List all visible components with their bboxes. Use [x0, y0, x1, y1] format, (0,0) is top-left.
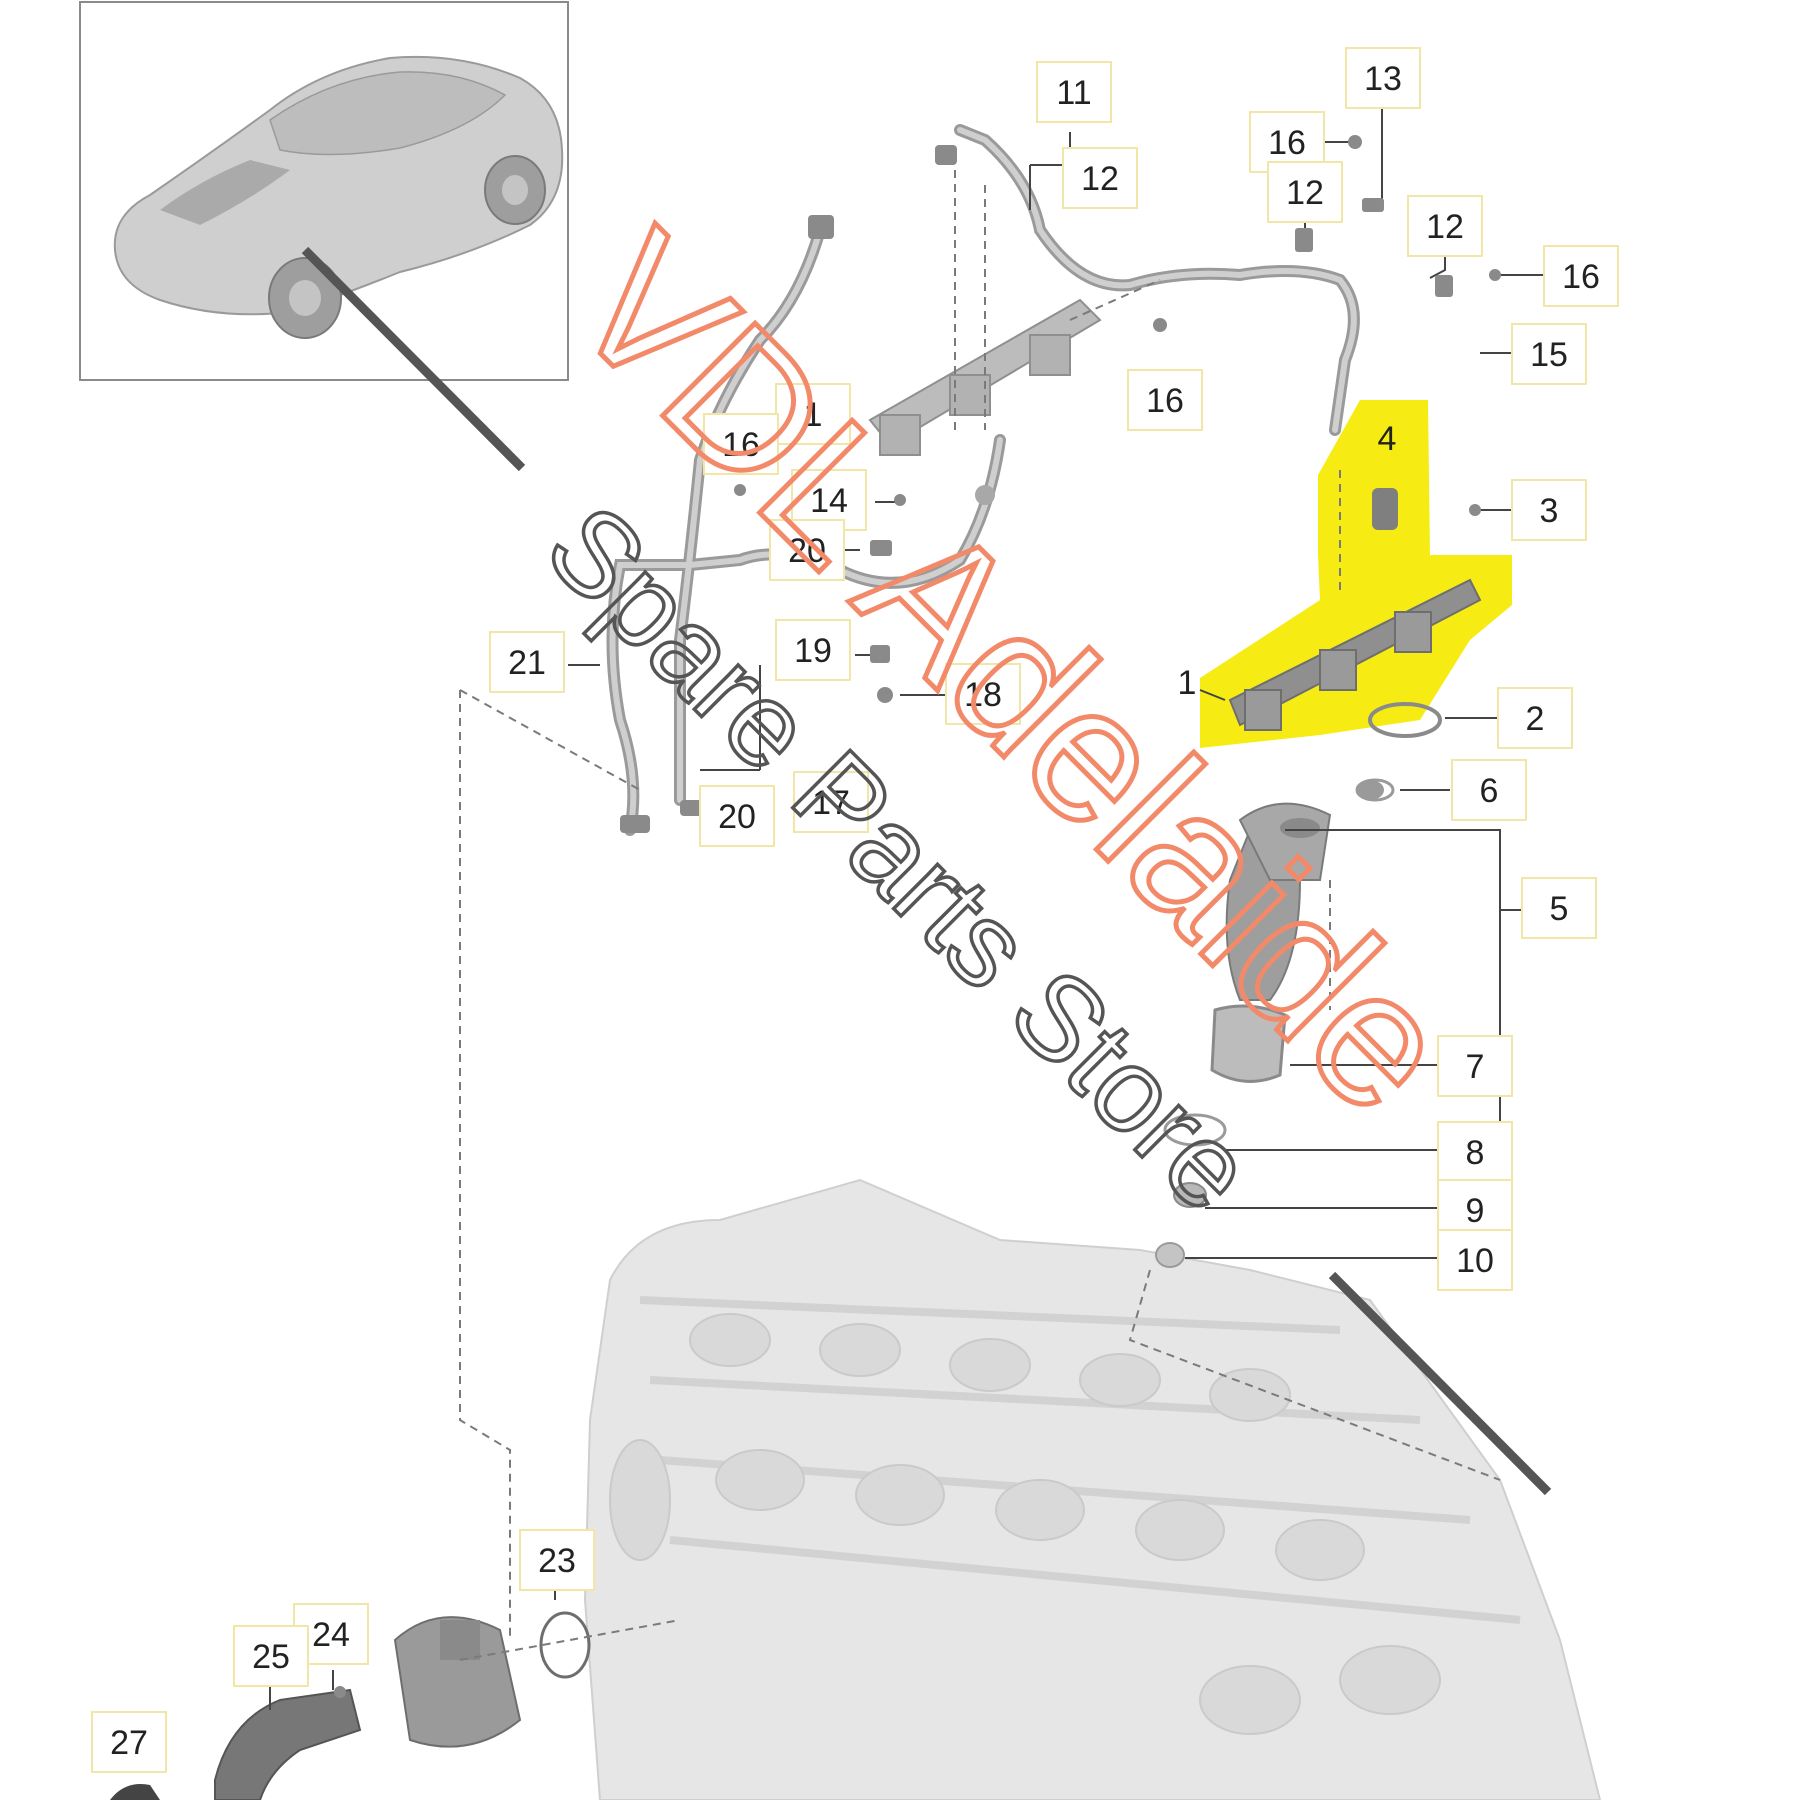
svg-text:12: 12 [1426, 208, 1464, 246]
svg-text:20: 20 [788, 532, 826, 570]
watermark-bar-left [301, 246, 526, 472]
callout-20a: 20 [769, 519, 845, 581]
callout-13: 13 [1345, 47, 1421, 109]
svg-text:5: 5 [1550, 890, 1569, 928]
o-ring-part-23 [539, 1611, 591, 1679]
callout-10: 10 [1437, 1229, 1513, 1291]
callout-12c: 12 [1407, 195, 1483, 257]
callout-19: 19 [775, 619, 851, 681]
svg-text:1: 1 [1178, 664, 1197, 702]
callout-16d: 16 [703, 413, 779, 475]
cap-part-10 [1155, 1242, 1185, 1268]
callout-4: 4 [1378, 420, 1397, 458]
callout-5: 5 [1521, 877, 1597, 939]
fasteners [334, 135, 1501, 1698]
svg-text:9: 9 [1466, 1192, 1485, 1230]
callout-27: 27 [91, 1711, 167, 1773]
callout-17: 17 [793, 771, 869, 833]
svg-text:16: 16 [722, 426, 760, 464]
callout-20b: 20 [699, 785, 775, 847]
svg-text:16: 16 [1268, 124, 1306, 162]
high-pressure-pump [393, 1616, 522, 1748]
callout-21: 21 [489, 631, 565, 693]
svg-text:13: 13 [1364, 60, 1402, 98]
fuel-rail-part-1 [1228, 488, 1482, 731]
pressure-sensor-part-4 [1372, 488, 1398, 530]
part-27-shape [110, 1784, 160, 1800]
seal-part-8 [1163, 1113, 1227, 1147]
svg-text:27: 27 [110, 1724, 148, 1762]
bracket-part-25 [214, 1688, 362, 1800]
callout-18: 18 [945, 663, 1021, 725]
callout-16b: 16 [1543, 245, 1619, 307]
svg-text:1: 1 [804, 396, 823, 434]
svg-text:12: 12 [1081, 160, 1119, 198]
callout-8: 8 [1437, 1121, 1513, 1183]
callout-3: 3 [1511, 479, 1587, 541]
svg-text:10: 10 [1456, 1242, 1494, 1280]
callout-11: 11 [1036, 61, 1112, 123]
svg-text:25: 25 [252, 1638, 290, 1676]
callout-16c: 16 [1127, 369, 1203, 431]
seal-part-6 [1355, 778, 1395, 802]
callout-1b: 1 [1178, 664, 1197, 702]
svg-text:6: 6 [1480, 772, 1499, 810]
callout-6: 6 [1451, 759, 1527, 821]
highlighted-fuel-rail-area [1200, 400, 1512, 748]
svg-text:3: 3 [1540, 492, 1559, 530]
callout-1a: 1 [775, 383, 851, 445]
ring-part-7 [1210, 1004, 1287, 1083]
dashed-guide-lines [459, 170, 1501, 1661]
svg-text:15: 15 [1530, 336, 1568, 374]
callout-7: 7 [1437, 1035, 1513, 1097]
svg-text:18: 18 [964, 676, 1002, 714]
svg-text:20: 20 [718, 798, 756, 836]
callout-12b: 12 [1267, 161, 1343, 223]
svg-text:21: 21 [508, 644, 546, 682]
car-roof [269, 71, 507, 156]
callout-12a: 12 [1062, 147, 1138, 209]
svg-text:2: 2 [1526, 700, 1545, 738]
svg-text:16: 16 [1562, 258, 1600, 296]
svg-text:19: 19 [794, 632, 832, 670]
callouts: 11 12 13 16 12 12 16 15 [91, 47, 1619, 1773]
svg-text:14: 14 [810, 482, 848, 520]
svg-text:23: 23 [538, 1542, 576, 1580]
svg-text:24: 24 [312, 1616, 350, 1654]
clip-part-2 [1368, 702, 1442, 738]
svg-text:4: 4 [1378, 420, 1397, 458]
car-rear-hub [289, 280, 321, 316]
watermark-bar-right [1328, 1271, 1552, 1496]
callout-15: 15 [1511, 323, 1587, 385]
car-inset [79, 1, 569, 381]
car-front-hub [502, 175, 528, 205]
svg-text:8: 8 [1466, 1134, 1485, 1172]
svg-text:11: 11 [1056, 74, 1091, 112]
fuel-injector-part-5 [1225, 780, 1384, 1001]
engine-block [583, 1178, 1602, 1800]
svg-text:16: 16 [1146, 382, 1184, 420]
callout-23: 23 [519, 1529, 595, 1591]
car-rear-window [160, 160, 290, 225]
seal-part-9 [1173, 1182, 1207, 1208]
svg-text:7: 7 [1466, 1048, 1485, 1086]
svg-text:12: 12 [1286, 174, 1324, 212]
callout-2: 2 [1497, 687, 1573, 749]
callout-25: 25 [233, 1625, 309, 1687]
svg-text:17: 17 [812, 784, 850, 822]
